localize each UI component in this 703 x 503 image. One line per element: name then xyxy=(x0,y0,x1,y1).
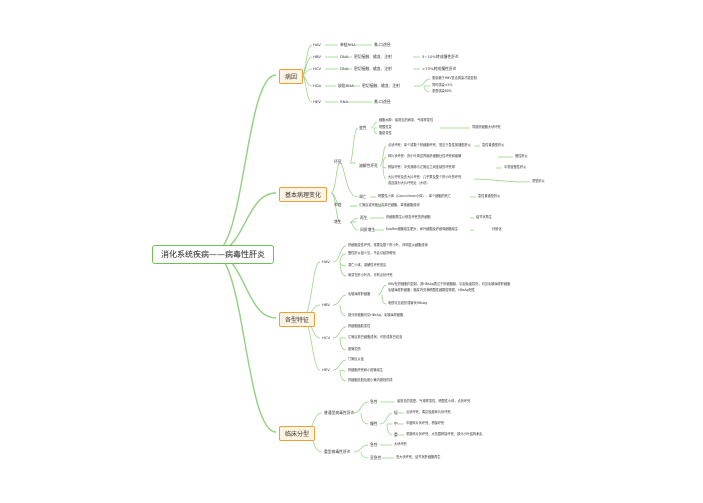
root-topic[interactable]: 消化系统疾病——病毒性肝炎 xyxy=(152,245,274,264)
lytic-note: 慢性肝炎 xyxy=(515,154,528,158)
lytic-note: 中重度慢性肝炎 xyxy=(504,165,527,169)
chronic-text: 点状坏死，偶见轻度碎片状坏死 xyxy=(406,410,451,414)
branch-features[interactable]: 各型特征 xyxy=(279,312,316,327)
connector-root-pathology xyxy=(212,192,277,254)
feature-item: 凋亡小体，溶解性坏死常见 xyxy=(348,263,387,267)
pathology-regeneration: 增生 xyxy=(334,219,342,224)
pathogen-virus: HDV xyxy=(313,83,322,88)
feature-item: 电镜可见线形或管状HBsAg xyxy=(388,301,428,305)
clinical-chronic: 慢性 xyxy=(370,421,378,426)
branch-pathology[interactable]: 基本病理变化 xyxy=(279,187,328,202)
pathogen-note: >70%转成慢性肝炎 xyxy=(422,66,457,71)
feature-item: 肝细胞坏死和小胆管增生 xyxy=(348,368,384,372)
lytic-item: 桥接坏死：中央静脉与汇管区之间连续的坏死带 xyxy=(388,165,455,169)
chronic-text: 中度碎片状坏死，桥接坏死 xyxy=(406,421,445,425)
pathogen-type: DNA xyxy=(340,66,349,71)
feature-item: HBV在肝细胞内复制，其HBsAg表达于肝细胞膜，引起免疫损伤，可见毛玻璃样肝细… xyxy=(388,282,511,286)
feature-item: 肝细胞脂肪变性 xyxy=(348,324,371,328)
severe-subacute: 亚急性 xyxy=(370,455,382,460)
connector-root-clinical xyxy=(212,252,277,433)
feature-item: 病变在肝小叶内，可有点状坏死 xyxy=(348,273,393,277)
acidophil-label: 凋亡 xyxy=(359,194,367,199)
chronic-grade: 轻 xyxy=(394,410,398,415)
pathogen-route: 粪-口途径 xyxy=(374,99,391,104)
severe-acute: 急性 xyxy=(370,442,378,447)
pathogen-route: 密切接触、输血、注射 xyxy=(362,83,400,88)
pathogen-note: 5~10%转成慢性肝炎 xyxy=(422,54,459,59)
feature-hbv-label: HBV xyxy=(322,302,330,307)
lytic-necrosis-label: 溶解性坏死 xyxy=(359,163,378,168)
lytic-item: 大片坏死及亚大片坏死：几乎累及整个肝小叶的坏死 xyxy=(388,175,462,179)
severe-subacute-text: 亚大块坏死，结节状肝细胞再生 xyxy=(396,455,441,459)
pathogen-virus: HBV xyxy=(313,54,321,59)
pathogen-route: 密切接触、输血、注射 xyxy=(354,54,392,59)
clinical-common: 普通型病毒性肝炎 xyxy=(324,410,355,415)
inflammation-text: 汇管区或坏死灶内淋巴细胞、单核细胞浸润 xyxy=(359,203,420,207)
feature-hcv-label: HCV xyxy=(322,335,331,340)
feature-item: 毛玻璃样肝细胞 xyxy=(348,292,371,296)
feature-hev-label: HEV xyxy=(322,367,330,372)
acidophil-text: 嗜酸性小体（Councilman小体）：单个细胞的死亡 xyxy=(378,194,452,198)
regen-label: 再生 xyxy=(360,215,368,220)
pathogen-type: 缺陷RNA xyxy=(338,83,354,88)
feature-item: 汇管区淋巴细胞浸润，可形成淋巴滤泡 xyxy=(348,335,403,339)
pathology-degeneration: 变性 xyxy=(359,125,367,130)
regen-note: 纤维化 xyxy=(492,227,502,231)
chronic-grade: 重 xyxy=(394,432,398,437)
lytic-item: 碎片状坏死：肝小叶周边界板肝细胞灶性坏死和崩解 xyxy=(388,154,462,158)
hdv-note: 重叠感染80% xyxy=(432,89,452,93)
clinical-acute-text: 最常见的类型，气球样变性，嗜酸性小体，点状坏死 xyxy=(397,399,471,403)
connector-root-pathogen xyxy=(212,74,277,254)
hdv-note: 同时感染<5% xyxy=(432,83,453,87)
feature-item: 肝细胞变性坏死，常累及整个肝小叶，伴明显炎细胞浸润 xyxy=(348,243,428,247)
chronic-grade: 中 xyxy=(394,421,398,426)
pathogen-type: 单链RNA xyxy=(340,42,356,47)
clinical-severe: 重型病毒性肝炎 xyxy=(324,449,351,454)
regen-label: 间质增生 xyxy=(360,227,376,232)
regen-text: 肝细胞再生以修复坏死的肝细胞 xyxy=(386,215,431,219)
pathogen-route: 密切接触、输血、注射 xyxy=(354,66,392,71)
feature-note: 毛玻璃样肝细胞：胞浆内充满嗜酸性细颗粒物质，HBsAg阳性 xyxy=(388,288,475,292)
acidophil-note: 急性普通型肝炎 xyxy=(478,194,501,198)
degeneration-item: 细胞水肿：最常见的病变，气球样变性 xyxy=(379,118,434,122)
pathology-necrosis-group: 坏死 xyxy=(334,159,342,164)
pathogen-virus: HEV xyxy=(313,99,321,104)
regen-note: 结节状再生 xyxy=(476,215,492,219)
pathogen-virus: HCV xyxy=(313,66,322,71)
feature-item: 部分肝细胞可见HBcAg，毛玻璃样细胞 xyxy=(348,313,404,317)
feature-item: 慢性肝炎极少见，不会引起肝硬化 xyxy=(348,251,396,255)
feature-hav-label: HAV xyxy=(322,259,330,264)
regen-text: Kupffer细胞增生肥大、间叶细胞及纤维母细胞增生 xyxy=(386,227,459,231)
pathogen-route: 粪-口途径 xyxy=(374,42,391,47)
feature-item: 胆管损伤 xyxy=(348,347,361,351)
lytic-extra: 或连接为大片坏死灶（大块） xyxy=(388,181,430,185)
degeneration-item: 脂肪变性 xyxy=(379,131,392,135)
pathology-inflammation: 炎症 xyxy=(334,202,342,207)
branch-clinical[interactable]: 临床分型 xyxy=(279,426,316,441)
chronic-text: 重度碎片状坏死，大范围桥接坏死，部分小叶结构紊乱 xyxy=(406,432,483,436)
severe-acute-text: 大块坏死 xyxy=(394,442,407,446)
pathogen-type: DNA xyxy=(340,54,349,59)
lytic-item: 点状坏死：单个或数个肝细胞坏死，常见于急性普通型肝炎 xyxy=(388,143,471,147)
degeneration-note: 导致肝细胞大块坏死 xyxy=(472,125,501,129)
lytic-note: 重型肝炎 xyxy=(532,179,545,183)
lytic-note: 急性普通型肝炎 xyxy=(482,143,505,147)
branch-pathogen[interactable]: 病因 xyxy=(279,69,304,84)
clinical-acute: 急性 xyxy=(370,399,378,404)
degeneration-item: 嗜酸性变 xyxy=(379,125,392,129)
feature-item: 门管区炎症 xyxy=(348,357,364,361)
pathogen-type: RNA xyxy=(340,99,349,104)
hdv-note: 需依赖于HBV复合感染才能复制 xyxy=(432,76,477,80)
feature-item: 肝细胞淤胆及胆小管内胆栓形成 xyxy=(348,378,393,382)
pathogen-virus: HAV xyxy=(313,42,321,47)
